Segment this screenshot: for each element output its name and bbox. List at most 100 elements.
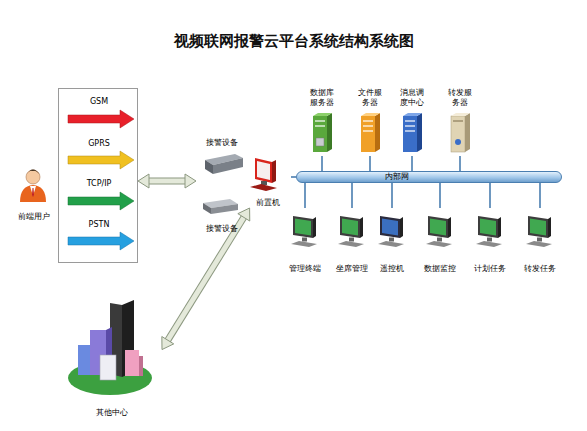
node-label: 计划任务	[474, 264, 506, 274]
server-node: 转发服务器	[438, 88, 482, 156]
server-slot	[363, 120, 373, 122]
node-label: 数据库服务器	[308, 88, 336, 108]
database-server-icon	[313, 113, 332, 152]
gprs-arrow	[68, 151, 134, 169]
monitor-frame	[340, 216, 360, 238]
terminal-icon	[378, 216, 404, 247]
alarm-device-node: 接警设备	[196, 138, 248, 186]
server-slot	[315, 120, 325, 122]
terminal-node: 计划任务	[466, 208, 514, 274]
network-wire	[305, 183, 306, 208]
wire-line	[391, 183, 393, 208]
terminal-icon	[476, 216, 502, 247]
monitor-side	[498, 217, 501, 238]
building-side	[139, 356, 143, 376]
monitor-stand	[487, 238, 492, 242]
server-drive	[316, 138, 324, 146]
node-label: 接警设备	[206, 138, 238, 148]
server-slot	[315, 125, 325, 127]
server-front	[451, 116, 465, 152]
lan-bus: 内部网	[296, 171, 562, 183]
server-slot	[363, 130, 373, 132]
alarm-device-icon	[205, 154, 243, 174]
front-computer-icon	[250, 158, 277, 191]
person-body	[20, 185, 46, 202]
server-front	[361, 116, 375, 152]
channel-box: GSMGPRSTCP/IPPSTN	[58, 88, 138, 263]
node-label: 管理终端	[289, 264, 321, 274]
double-arrow	[138, 174, 196, 188]
monitor-frame	[528, 216, 548, 238]
terminal-node: 管理终端	[281, 208, 329, 274]
alarm-device-node: 接警设备	[196, 192, 248, 234]
keyboard	[426, 241, 452, 247]
person-shirt	[30, 186, 36, 196]
monitor-frame	[255, 158, 272, 183]
person-icon	[20, 170, 46, 203]
network-wire	[322, 156, 323, 171]
server-front	[403, 116, 417, 152]
server-node: 数据库服务器	[300, 88, 344, 156]
person-head	[26, 170, 40, 184]
server-top	[451, 113, 470, 116]
monitor-side	[548, 217, 551, 238]
monitor-frame	[380, 216, 400, 238]
keyboard	[338, 241, 364, 247]
node-label: GPRS	[64, 139, 134, 149]
server-slot	[363, 125, 373, 127]
network-wire	[460, 156, 461, 171]
keyboard	[476, 241, 502, 247]
forward-server-icon	[451, 113, 470, 152]
device-side	[203, 203, 211, 214]
keyboard	[250, 184, 277, 191]
server-badge	[455, 139, 461, 145]
server-side	[465, 113, 470, 152]
node-label: 转发任务	[524, 264, 556, 274]
wire-line	[439, 183, 441, 208]
arrow-head	[238, 208, 250, 221]
terminal-icon	[291, 216, 317, 247]
node-label: PSTN	[64, 220, 134, 230]
alarm-device-icon	[203, 199, 238, 214]
server-side	[327, 113, 332, 152]
keyboard	[526, 241, 552, 247]
monitor-side	[313, 217, 316, 238]
node-label: 内部网	[385, 172, 409, 182]
node-label: 数据监控	[424, 264, 456, 274]
server-side	[417, 113, 422, 152]
monitor-screen	[342, 219, 358, 236]
node-label: 接警设备	[206, 224, 238, 234]
node-label: 前端用户	[18, 212, 50, 222]
building	[100, 355, 116, 380]
terminal-node: 遥控机	[368, 208, 416, 274]
wire-line	[321, 156, 323, 171]
node-label: 文件服务器	[356, 88, 384, 108]
server-side	[375, 113, 380, 152]
wire-line	[459, 156, 461, 171]
monitor-stand	[389, 238, 394, 242]
file-server-icon	[361, 113, 380, 152]
network-wire	[490, 183, 491, 208]
server-slot	[405, 120, 415, 122]
monitor-screen	[257, 161, 270, 180]
server-slot	[405, 125, 415, 127]
server-slot	[405, 130, 415, 132]
person-tie	[32, 188, 34, 197]
wire-line	[351, 183, 353, 208]
device-front	[213, 158, 243, 174]
diagram-title: 视频联网报警云平台系统结构系统图	[0, 32, 587, 50]
front-computer-node: 前置机	[245, 152, 291, 208]
server-top	[403, 113, 422, 116]
terminal-icon	[426, 216, 452, 247]
user-node: 前端用户	[8, 162, 60, 222]
monitor-side	[448, 217, 451, 238]
double-arrow	[162, 208, 250, 350]
node-label: TCP/IP	[64, 179, 134, 189]
monitor-frame	[478, 216, 498, 238]
network-wire	[392, 183, 393, 208]
network-wire	[412, 156, 413, 171]
monitor-screen	[480, 219, 496, 236]
wire-line	[539, 183, 541, 208]
